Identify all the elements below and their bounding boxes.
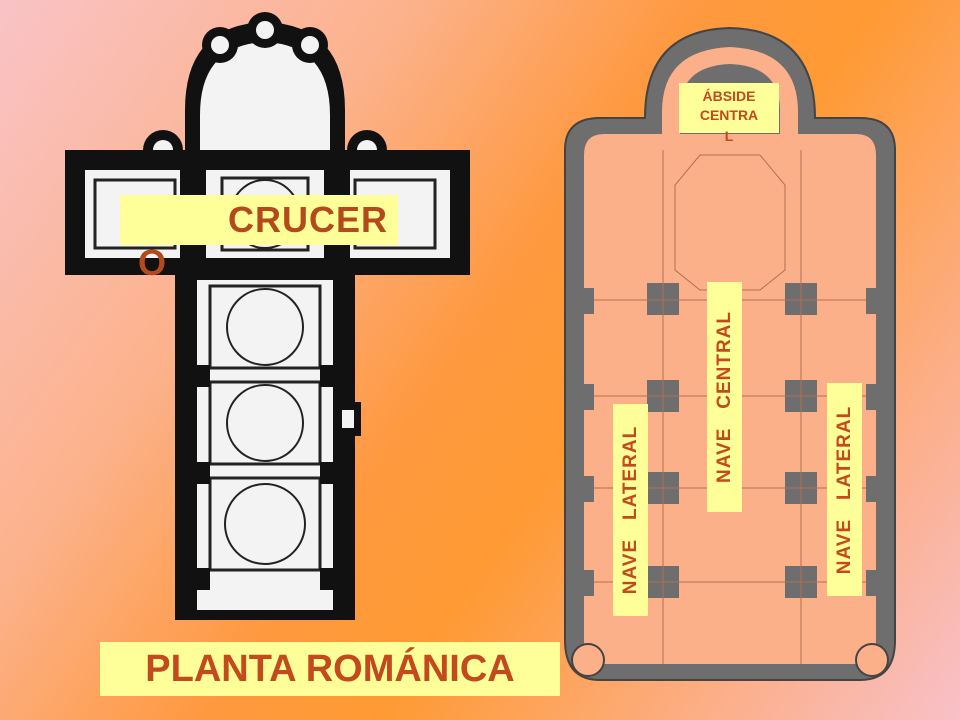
nave-lateral-right-text: NAVE LATERAL [833,405,855,574]
crucero-label-text: CRUCER [228,199,389,240]
nave-lateral-left-text: NAVE LATERAL [619,425,641,595]
nave-lateral-right-label: NAVE LATERAL [827,383,862,596]
crucero-label: CRUCER O [120,195,398,283]
cross-nave [175,270,361,620]
abside-label-line3: L [724,128,734,144]
crucero-label-tail: O [138,242,167,283]
nave-central-text: NAVE CENTRAL [713,311,735,483]
abside-label-line1: ÁBSIDE [702,88,756,104]
page-title: PLANTA ROMÁNICA [100,642,560,696]
nave-central-label: NAVE CENTRAL [707,282,742,512]
abside-label-line2: CENTRA [699,107,759,123]
abside-central-label: ÁBSIDE CENTRA L [679,83,779,144]
nave-lateral-left-label: NAVE LATERAL [613,404,648,616]
